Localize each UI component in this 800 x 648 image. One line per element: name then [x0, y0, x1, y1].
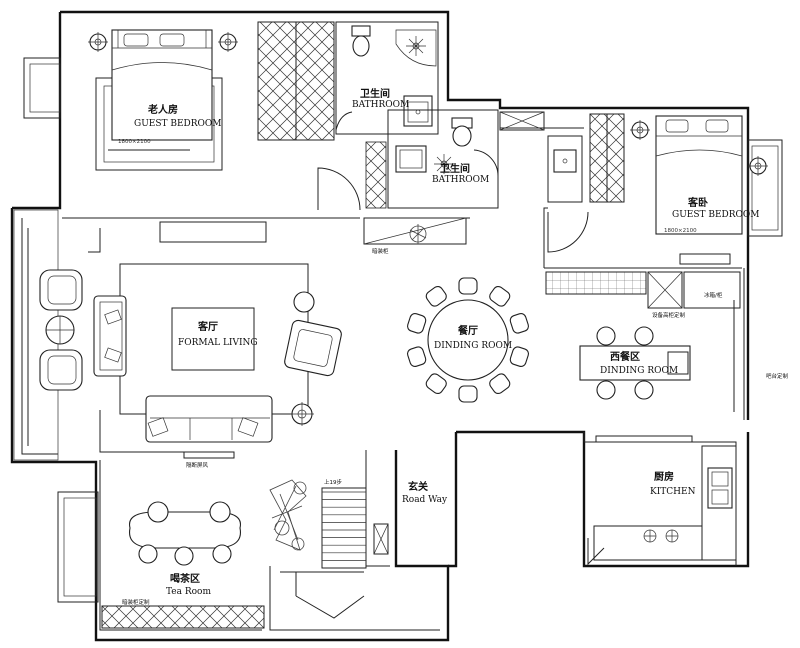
armchair — [39, 349, 83, 391]
kitchen: 厨房 KITCHEN — [587, 435, 737, 566]
lamp-icon — [218, 32, 238, 52]
lamp-icon — [748, 156, 768, 176]
lamp-icon — [630, 120, 650, 140]
note-label: 隔断屏风 — [186, 461, 209, 469]
sink-icon — [707, 467, 733, 509]
room-label-en: Road Way — [402, 495, 448, 505]
hidden-cabinet: 暗装柜 — [363, 217, 467, 255]
room-label-cn: 客厅 — [197, 320, 218, 333]
stove-icon — [643, 529, 679, 543]
room-label-en: Tea Room — [166, 587, 211, 597]
plant-icon — [269, 479, 307, 551]
room-label-en: FORMAL LIVING — [178, 338, 258, 348]
western-dining: 西餐区 DINDING ROOM 吧台定制 — [579, 300, 789, 412]
dining-chair — [407, 313, 427, 334]
dining-chair — [458, 277, 478, 295]
bed-dimension: 1800×2100 — [118, 139, 151, 145]
toilet-icon — [351, 25, 371, 37]
lamp-icon — [293, 291, 315, 313]
room-label-cn: 喝茶区 — [170, 572, 200, 585]
dining-chair — [425, 285, 447, 307]
dining-chair — [489, 285, 511, 307]
room-label-cn: 卫生间 — [360, 87, 390, 100]
note-label: 设备高柜定制 — [652, 311, 686, 319]
chair-ring — [407, 277, 529, 403]
room-label-cn: 玄关 — [408, 480, 428, 493]
round-table — [427, 299, 509, 381]
room-label-en: KITCHEN — [650, 487, 696, 497]
foyer: 上19步 玄关 Road Way — [269, 478, 448, 630]
room-label-en: GUEST BEDROOM — [134, 119, 222, 129]
room-label-cn: 西餐区 — [610, 350, 640, 363]
dining-chair — [509, 346, 529, 367]
bed-dimension: 1800×2100 — [664, 228, 697, 234]
armchair — [39, 269, 83, 311]
sink-icon — [403, 95, 433, 127]
armchair — [284, 319, 342, 377]
note-label: 暗装柜定制 — [122, 598, 150, 606]
room-label-en: GUEST BEDROOM — [672, 210, 760, 220]
plant-icon — [409, 224, 427, 244]
sofa — [145, 395, 273, 443]
lamp-icon — [290, 402, 314, 426]
room-label-cn: 餐厅 — [457, 324, 478, 337]
dining-area: 餐厅 DINDING ROOM — [407, 277, 529, 403]
dining-chair — [509, 313, 529, 334]
tea-room: 喝茶区 Tea Room 暗装柜定制 — [101, 501, 265, 629]
living-room: 客厅 FORMAL LIVING 隔断屏风 — [93, 221, 342, 469]
sofa — [93, 295, 127, 377]
door-swing — [317, 167, 361, 211]
room-label-cn: 厨房 — [654, 470, 674, 483]
shower-icon — [395, 29, 437, 67]
dining-chair — [458, 385, 478, 403]
wardrobe — [257, 21, 335, 141]
bathroom-2: 卫生间 BATHROOM — [365, 109, 499, 209]
room-label-en: DINDING ROOM — [434, 341, 512, 351]
note-label: 吧台定制 — [766, 372, 789, 380]
sink-icon — [553, 149, 577, 173]
guest-bedroom: 客卧 GUEST BEDROOM 1800×2100 — [499, 111, 768, 265]
room-label-en: BATHROOM — [352, 100, 409, 110]
dining-chair — [489, 373, 511, 395]
cabinet-row: 冰箱/柜 设备高柜定制 — [545, 271, 741, 319]
note-label: 暗装柜 — [372, 247, 389, 255]
shower-icon — [434, 154, 454, 174]
lounge-area — [39, 269, 83, 391]
room-label-cn: 卫生间 — [440, 162, 470, 175]
elderly-bedroom: 老人房 GUEST BEDROOM 1800×2100 — [88, 29, 238, 171]
room-label-cn: 老人房 — [147, 103, 178, 116]
stairs — [322, 491, 366, 561]
room-label-cn: 客卧 — [687, 196, 708, 209]
bathroom-1: 卫生间 BATHROOM — [335, 21, 439, 135]
lamp-icon — [88, 32, 108, 52]
note-label: 上19步 — [324, 478, 342, 486]
note-label: 冰箱/柜 — [704, 291, 723, 299]
dining-chair — [425, 373, 447, 395]
room-label-en: BATHROOM — [432, 175, 489, 185]
dining-chair — [407, 346, 427, 367]
room-label-en: DINDING ROOM — [600, 366, 678, 376]
